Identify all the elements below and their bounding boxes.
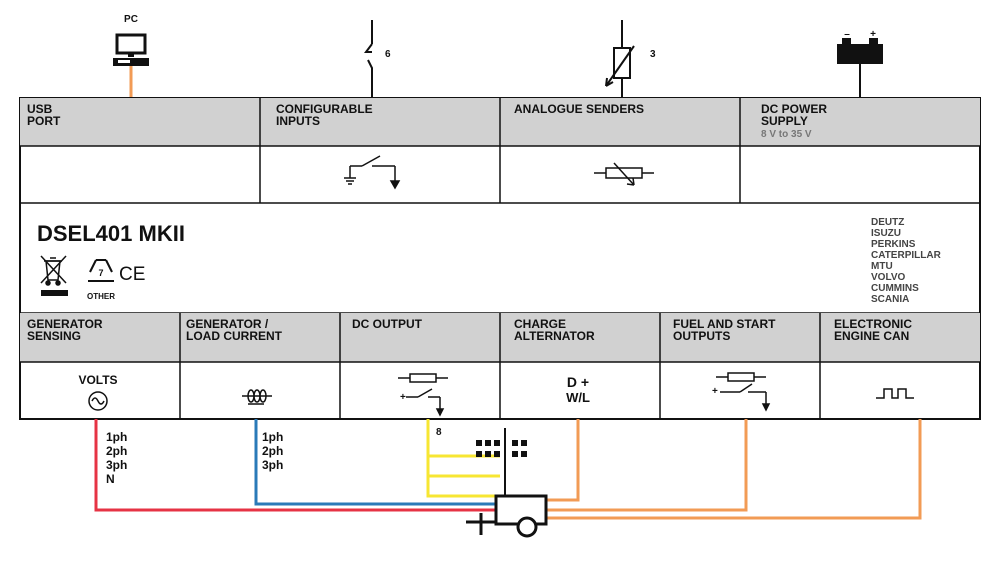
configurable-inputs-block: CONFIGURABLE INPUTS — [276, 102, 401, 190]
analogue-senders-block: ANALOGUE SENDERS — [514, 102, 654, 186]
dc-outputs-count: 8 — [436, 427, 442, 438]
usb-port-block: USB PORT — [27, 102, 61, 128]
dc-power-voltage-range: 8 V to 35 V — [761, 129, 812, 140]
variable-resistor-icon — [605, 20, 635, 98]
ce-mark: CE — [119, 264, 145, 285]
battery-device: – + — [837, 29, 883, 64]
pc-icon — [113, 33, 149, 66]
can-wire — [546, 419, 922, 520]
wl-label: W/L — [566, 390, 590, 405]
generator-trailer-icon — [466, 494, 548, 538]
phase-labels: 1ph 2ph 3ph N 1ph 2ph 3ph 8 — [106, 427, 442, 486]
configurable-inputs-title-2: INPUTS — [276, 114, 320, 128]
configurable-inputs-title-1: CONFIGURABLE — [276, 102, 373, 116]
charge-wire — [546, 419, 580, 502]
sender-resistor-icon — [594, 162, 654, 186]
can-bus-waveform-icon — [876, 388, 914, 399]
weee-bin-icon — [40, 255, 67, 286]
fuel-start-outputs-block: FUEL AND START OUTPUTS + — [673, 317, 776, 412]
load-current-title-2: LOAD CURRENT — [186, 329, 283, 343]
dc-output-title: DC OUTPUT — [352, 317, 423, 331]
module-identity: DSEL401 MKII 7 OTHER CE DEUTZ ISUZU PERK… — [37, 217, 942, 305]
current-phase-2: 2ph — [262, 444, 283, 458]
ac-sine-icon — [88, 391, 108, 411]
current-wire — [254, 419, 496, 506]
module-title: DSEL401 MKII — [37, 221, 185, 246]
usb-port-title-2: PORT — [27, 114, 61, 128]
battery-plus: + — [870, 29, 876, 40]
analogue-senders-device: 3 — [605, 20, 656, 98]
light-tower-icon — [476, 428, 527, 500]
charge-alternator-block: CHARGE ALTERNATOR D + W/L — [514, 317, 595, 405]
wiring — [94, 419, 922, 520]
sensing-phase-2: 2ph — [106, 444, 127, 458]
dc-power-title-1: DC POWER — [761, 102, 827, 116]
volts-label: VOLTS — [78, 373, 117, 387]
dc-power-supply-block: DC POWER SUPPLY 8 V to 35 V — [761, 102, 827, 140]
engine-can-title-1: ELECTRONIC — [834, 317, 912, 331]
engine-isuzu: ISUZU — [871, 228, 901, 239]
recycle-icon — [88, 259, 114, 282]
engine-perkins: PERKINS — [871, 239, 916, 250]
recycle-number: 7 — [98, 268, 103, 278]
pc-label: PC — [124, 14, 138, 25]
engine-can-title-2: ENGINE CAN — [834, 329, 909, 343]
fuel-start-wire — [546, 419, 748, 512]
fuel-start-title-1: FUEL AND START — [673, 317, 776, 331]
generator-sensing-title-1: GENERATOR — [27, 317, 103, 331]
fuel-relay-icon — [716, 372, 771, 412]
senders-count: 3 — [650, 49, 656, 60]
current-phase-1: 1ph — [262, 430, 283, 444]
weee-bar — [41, 290, 68, 296]
load-current-title-1: GENERATOR / — [186, 317, 269, 331]
top-blocks: USB PORT CONFIGURABLE INPUTS ANALOGUE SE… — [20, 98, 980, 204]
generator-load-current-block: GENERATOR / LOAD CURRENT — [186, 317, 283, 405]
configurable-inputs-device: 6 — [364, 20, 391, 98]
engine-caterpillar: CATERPILLAR — [871, 250, 942, 261]
dc-output-plus: + — [400, 392, 406, 403]
engine-deutz: DEUTZ — [871, 217, 904, 228]
engine-mtu: MTU — [871, 261, 893, 272]
switch-to-ground-icon — [344, 155, 401, 190]
engine-list: DEUTZ ISUZU PERKINS CATERPILLAR MTU VOLV… — [871, 217, 942, 305]
d-plus-label: D + — [567, 374, 589, 390]
sensing-phase-1: 1ph — [106, 430, 127, 444]
generator-sensing-title-2: SENSING — [27, 329, 81, 343]
dc-power-title-2: SUPPLY — [761, 114, 808, 128]
battery-icon — [837, 38, 883, 64]
dc-output-block: DC OUTPUT + — [352, 317, 448, 417]
engine-cummins: CUMMINS — [871, 283, 919, 294]
current-transformer-icon — [242, 389, 272, 405]
sensing-phase-3: 3ph — [106, 458, 127, 472]
sensing-wire — [94, 419, 496, 512]
battery-minus: – — [844, 29, 850, 40]
charge-alternator-title-1: CHARGE — [514, 317, 566, 331]
recycle-label: OTHER — [87, 292, 115, 301]
engine-volvo: VOLVO — [871, 272, 905, 283]
generator-sensing-block: GENERATOR SENSING VOLTS — [27, 317, 118, 411]
engine-scania: SCANIA — [871, 294, 909, 305]
charge-alternator-title-2: ALTERNATOR — [514, 329, 595, 343]
usb-port-title-1: USB — [27, 102, 53, 116]
current-phase-3: 3ph — [262, 458, 283, 472]
bottom-blocks: GENERATOR SENSING VOLTS GENERATOR / LOAD… — [20, 312, 980, 419]
fuel-start-title-2: OUTPUTS — [673, 329, 730, 343]
switch-contact-icon — [364, 20, 373, 98]
analogue-senders-title: ANALOGUE SENDERS — [514, 102, 644, 116]
electronic-engine-can-block: ELECTRONIC ENGINE CAN — [834, 317, 914, 399]
inputs-count: 6 — [385, 49, 391, 60]
sensing-neutral: N — [106, 472, 115, 486]
relay-coil-icon — [398, 373, 448, 417]
pc-device: PC — [113, 14, 149, 66]
fuel-relay-plus: + — [712, 386, 718, 397]
